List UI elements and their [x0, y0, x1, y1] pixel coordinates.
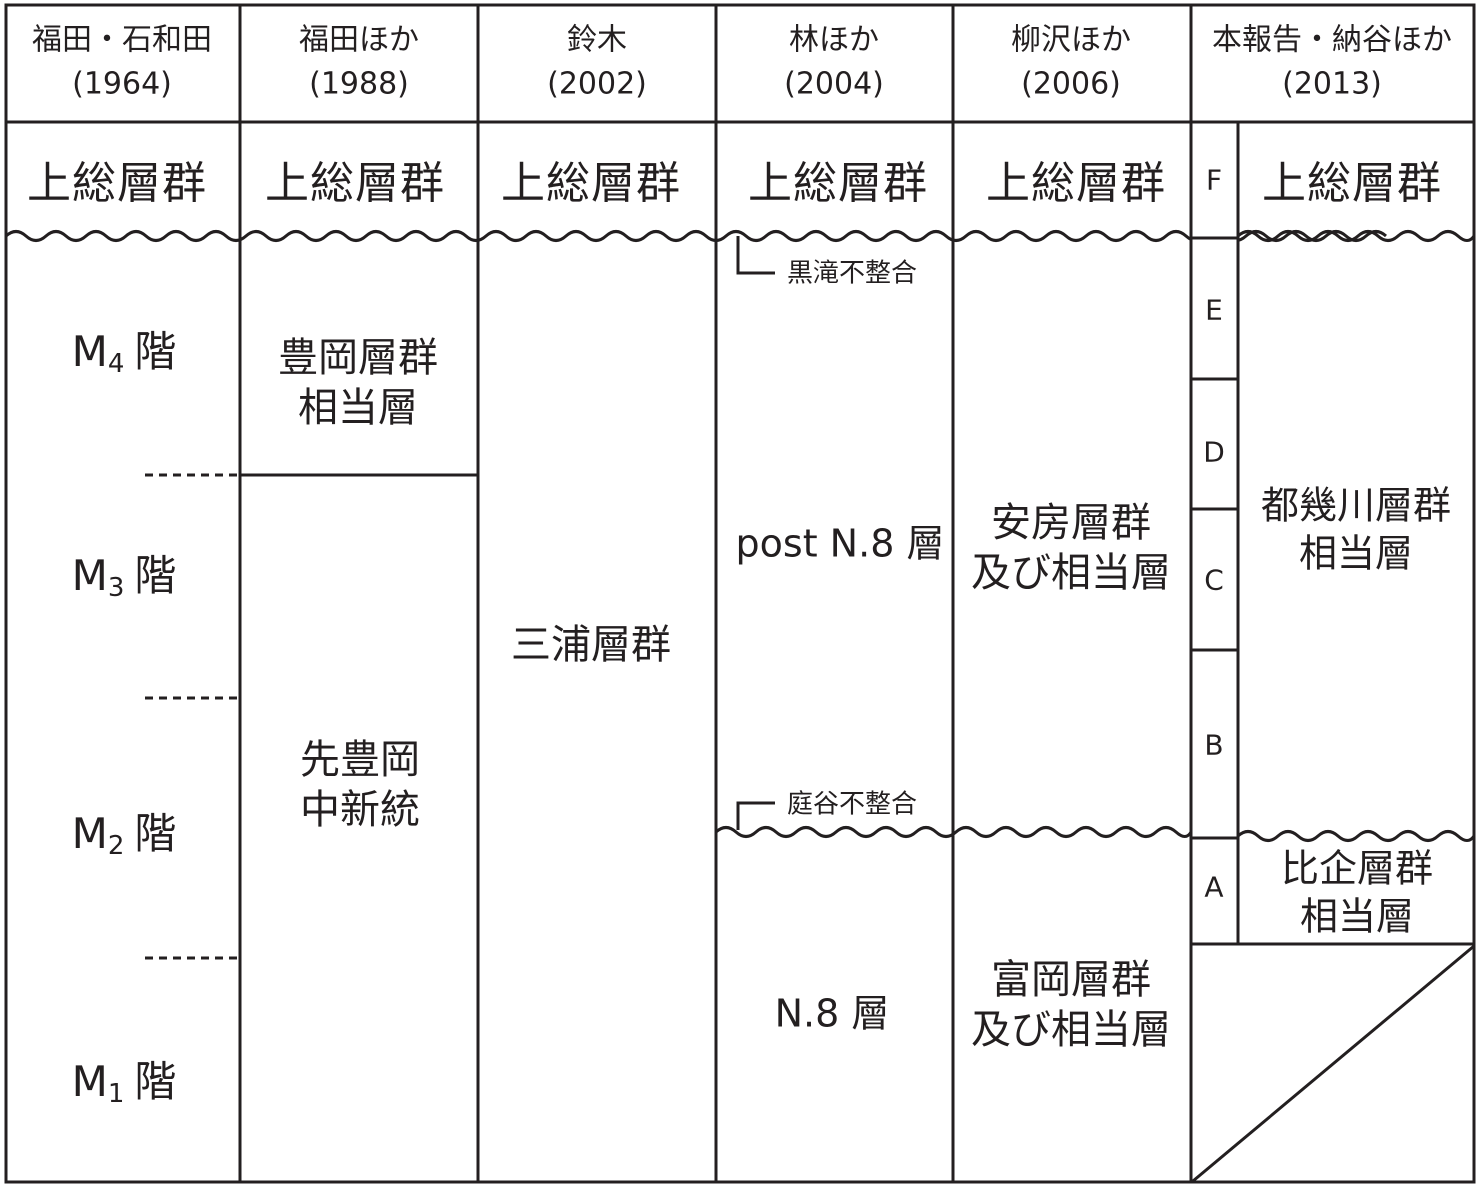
- miura-group-unit: 三浦層群: [511, 622, 671, 668]
- unconformity-wave-top: [4, 230, 1388, 242]
- kurotaki-unconformity-marker: [736, 236, 775, 275]
- tomioka-group-unit: 富岡層群 及び相当層: [971, 957, 1171, 1053]
- header-col3-author: 鈴木: [566, 22, 627, 58]
- kazusa-group-col5: 上総層群: [986, 158, 1166, 210]
- letter-B: B: [1204, 728, 1224, 762]
- niwaya-unconformity-marker: [736, 801, 775, 830]
- letter-D: D: [1203, 435, 1225, 469]
- kazusa-group-col2: 上総層群: [265, 158, 445, 210]
- header-col2-year: (1988): [309, 66, 409, 101]
- header-col6-author: 本報告・納谷ほか: [1212, 22, 1452, 58]
- header-col4: 林ほか (2004): [784, 19, 884, 106]
- unconformity-wave-lower: [714, 826, 1193, 838]
- header-col1: 福田・石和田 (1964): [32, 19, 212, 106]
- header-col5: 柳沢ほか (2006): [1011, 19, 1131, 106]
- header-col3-year: (2002): [547, 66, 647, 101]
- outer-frame: [4, 3, 1476, 1184]
- header-col6-year: (2013): [1282, 66, 1382, 101]
- no-data-diagonal: [1192, 944, 1475, 1183]
- tokigawa-equivalent-unit: 都幾川層群 相当層: [1260, 483, 1452, 576]
- niwaya-unconformity-label: 庭谷不整合: [787, 789, 918, 820]
- post-n8-unit: post N.8 層: [735, 521, 945, 566]
- header-col4-author: 林ほか: [788, 22, 879, 58]
- n8-unit: N.8 層: [774, 991, 890, 1036]
- header-col1-year: (1964): [72, 66, 172, 101]
- unconformity-wave-top-col6: [1236, 230, 1476, 242]
- header-col3: 鈴木 (2002): [547, 19, 647, 106]
- kazusa-group-col1: 上総層群: [27, 158, 207, 210]
- pre-toyooka-miocene-unit: 先豊岡 中新統: [300, 737, 420, 833]
- unconformity-wave-lower-col6: [1236, 830, 1476, 842]
- letter-A: A: [1204, 870, 1224, 904]
- letter-F: F: [1205, 163, 1223, 197]
- kurotaki-unconformity-label: 黒滝不整合: [787, 258, 918, 289]
- toyooka-equivalent-unit: 豊岡層群 相当層: [278, 335, 438, 431]
- header-col5-author: 柳沢ほか: [1011, 22, 1131, 58]
- header-col5-year: (2006): [1021, 66, 1121, 101]
- kazusa-group-col6: 上総層群: [1262, 158, 1442, 210]
- hiki-equivalent-unit: 比企層群 相当層: [1280, 846, 1434, 939]
- kazusa-group-col4: 上総層群: [748, 158, 928, 210]
- header-col2: 福田ほか (1988): [299, 19, 419, 106]
- header-col4-year: (2004): [784, 66, 884, 101]
- kazusa-group-col3: 上総層群: [501, 158, 681, 210]
- header-col1-author: 福田・石和田: [32, 22, 212, 58]
- header-col6: 本報告・納谷ほか (2013): [1212, 19, 1452, 106]
- awa-group-unit: 安房層群 及び相当層: [971, 500, 1171, 596]
- letter-E: E: [1205, 293, 1223, 327]
- letter-C: C: [1204, 563, 1224, 597]
- header-col2-author: 福田ほか: [299, 22, 419, 58]
